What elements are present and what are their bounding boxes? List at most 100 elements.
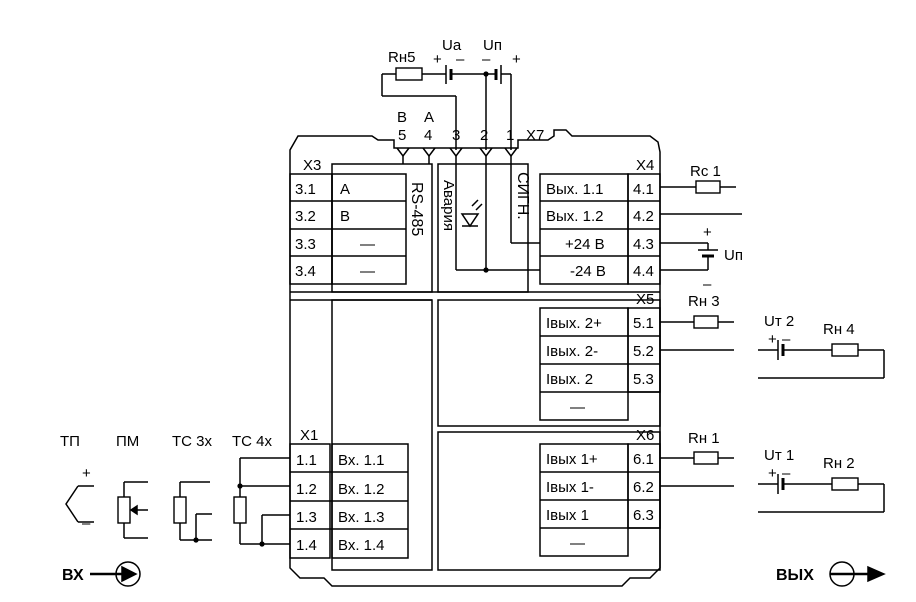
rn3-resistor — [693, 315, 719, 329]
term-3: 3 — [452, 127, 460, 144]
x3-term-3-1: 3.1 — [295, 181, 316, 198]
tp-minus: – — [82, 515, 91, 532]
tc4-resistor-icon — [233, 496, 247, 524]
un-label: Uп — [483, 37, 502, 54]
x1-label-in-1-2: Вх. 1.2 — [338, 481, 385, 498]
x1-label-in-1-1: Вх. 1.1 — [338, 452, 385, 469]
ua-minus: – — [456, 51, 465, 68]
ut1-minus: – — [782, 465, 791, 482]
rn2-label: Rн 2 — [823, 455, 855, 472]
ut1-plus: + — [768, 465, 777, 482]
tc3-resistor-icon — [173, 496, 187, 524]
x6-term-6-3: 6.3 — [633, 507, 654, 524]
x4-label-minus24: -24 В — [570, 263, 606, 280]
tc4-label: ТС 4х — [232, 433, 273, 450]
x4-term-4-1: 4.1 — [633, 181, 654, 198]
x6-block: X6 Iвых 1+ Iвых 1- Iвых 1 — 6.1 6.2 6.3 — [539, 427, 661, 557]
term-4: 4 — [424, 127, 432, 144]
x1-term-1-3: 1.3 — [296, 509, 317, 526]
rn5-label: Rн5 — [388, 49, 415, 66]
x6-label-iout1-minus: Iвых 1- — [546, 479, 594, 496]
x6-label-dash: — — [570, 535, 585, 552]
x3-label-a: A — [340, 181, 350, 198]
rn2-resistor — [831, 477, 859, 491]
x1-term-1-2: 1.2 — [296, 481, 317, 498]
term-2: 2 — [480, 127, 488, 144]
rc1-resistor — [695, 180, 721, 194]
x3-label-b: B — [340, 208, 350, 225]
x6-label: X6 — [636, 427, 654, 444]
x5-external: Rн 3 Uт 2 Rн 4 + – — [660, 293, 885, 379]
x3-term-3-3: 3.3 — [295, 236, 316, 253]
x4-block: X4 Вых. 1.1 Вых. 1.2 +24 В -24 В 4.1 4.2… — [539, 157, 661, 285]
potentiometer-icon — [117, 496, 131, 524]
vx-label: ВХ — [62, 567, 84, 584]
alarm-section: Авария СИГН. — [437, 156, 540, 293]
x3-term-3-2: 3.2 — [295, 208, 316, 225]
x6-label-iout1: Iвых 1 — [546, 507, 589, 524]
x4-term-4-3: 4.3 — [633, 236, 654, 253]
ut2-label: Uт 2 — [764, 313, 794, 330]
x5-term-5-2: 5.2 — [633, 343, 654, 360]
x5-label: X5 — [636, 291, 654, 308]
thermocouple-icon — [65, 485, 79, 523]
x5-block: X5 Iвых. 2+ Iвых. 2- Iвых. 2 — 5.1 5.2 5… — [539, 291, 661, 421]
input-arrow: ВХ — [62, 561, 141, 587]
x3-label: X3 — [303, 157, 321, 174]
tp-label: ТП — [60, 433, 80, 450]
ua-label: Ua — [442, 37, 462, 54]
output-arrow: ВЫХ — [776, 561, 886, 587]
led-icon — [460, 213, 480, 228]
junction-dot — [483, 267, 489, 273]
ut2-minus: – — [782, 331, 791, 348]
letter-b: В — [397, 109, 407, 126]
x4-label-plus24: +24 В — [565, 236, 605, 253]
x1-term-1-4: 1.4 — [296, 537, 317, 554]
x5-label-dash: — — [570, 399, 585, 416]
x1-label-in-1-4: Вх. 1.4 — [338, 537, 385, 554]
pm-label: ПМ — [116, 433, 139, 450]
x3-block: X3 3.1 3.2 3.3 3.4 A B — — RS-485 — [289, 156, 433, 293]
alarm-box — [437, 163, 529, 293]
x1-block: X1 1.1 1.2 1.3 1.4 Вх. 1.1 Вх. 1.2 Вх. 1… — [289, 427, 409, 559]
x4-un-label: Uп — [724, 247, 743, 264]
x4-label-out-1-2: Вых. 1.2 — [546, 208, 603, 225]
ut1-label: Uт 1 — [764, 447, 794, 464]
x1-label-in-1-3: Вх. 1.3 — [338, 509, 385, 526]
rs485-label: RS-485 — [408, 182, 425, 236]
x7-terminals: В А 5 4 3 2 1 X7 — [396, 109, 544, 158]
x6-term-6-2: 6.2 — [633, 479, 654, 496]
x4-label: X4 — [636, 157, 654, 174]
un-plus: + — [512, 51, 521, 68]
signal-label: СИГН. — [514, 172, 531, 220]
x5-label-iout2-plus: Iвых. 2+ — [546, 315, 602, 332]
vyx-label: ВЫХ — [776, 567, 814, 584]
rn5-resistor — [395, 67, 423, 81]
x5-label-iout2: Iвых. 2 — [546, 371, 593, 388]
top-supply-section: Rн5 Ua Uп + – – + — [381, 37, 521, 150]
x6-term-6-1: 6.1 — [633, 451, 654, 468]
rn1-label: Rн 1 — [688, 430, 720, 447]
x6-external: Rн 1 Uт 1 Rн 2 + – — [660, 430, 885, 513]
x4-term-4-2: 4.2 — [633, 208, 654, 225]
avaria-label: Авария — [440, 180, 457, 231]
rn4-resistor — [831, 343, 859, 357]
tp-plus: + — [82, 465, 91, 482]
x5-term-5-1: 5.1 — [633, 315, 654, 332]
x4-un-minus: – — [703, 276, 712, 293]
x4-label-out-1-1: Вых. 1.1 — [546, 181, 603, 198]
x4-term-4-4: 4.4 — [633, 263, 654, 280]
x3-term-3-4: 3.4 — [295, 263, 316, 280]
rn1-resistor — [693, 451, 719, 465]
sensor-section: ТП ПМ ТС 3х ТС 4х + – — [60, 433, 290, 547]
letter-a: А — [424, 109, 434, 126]
un-minus: – — [482, 51, 491, 68]
x1-label-column-frame — [331, 299, 433, 571]
x4-un-plus: + — [703, 224, 712, 241]
term-5: 5 — [398, 127, 406, 144]
rn3-label: Rн 3 — [688, 293, 720, 310]
ua-plus: + — [433, 51, 442, 68]
ut2-plus: + — [768, 331, 777, 348]
x1-term-1-1: 1.1 — [296, 452, 317, 469]
